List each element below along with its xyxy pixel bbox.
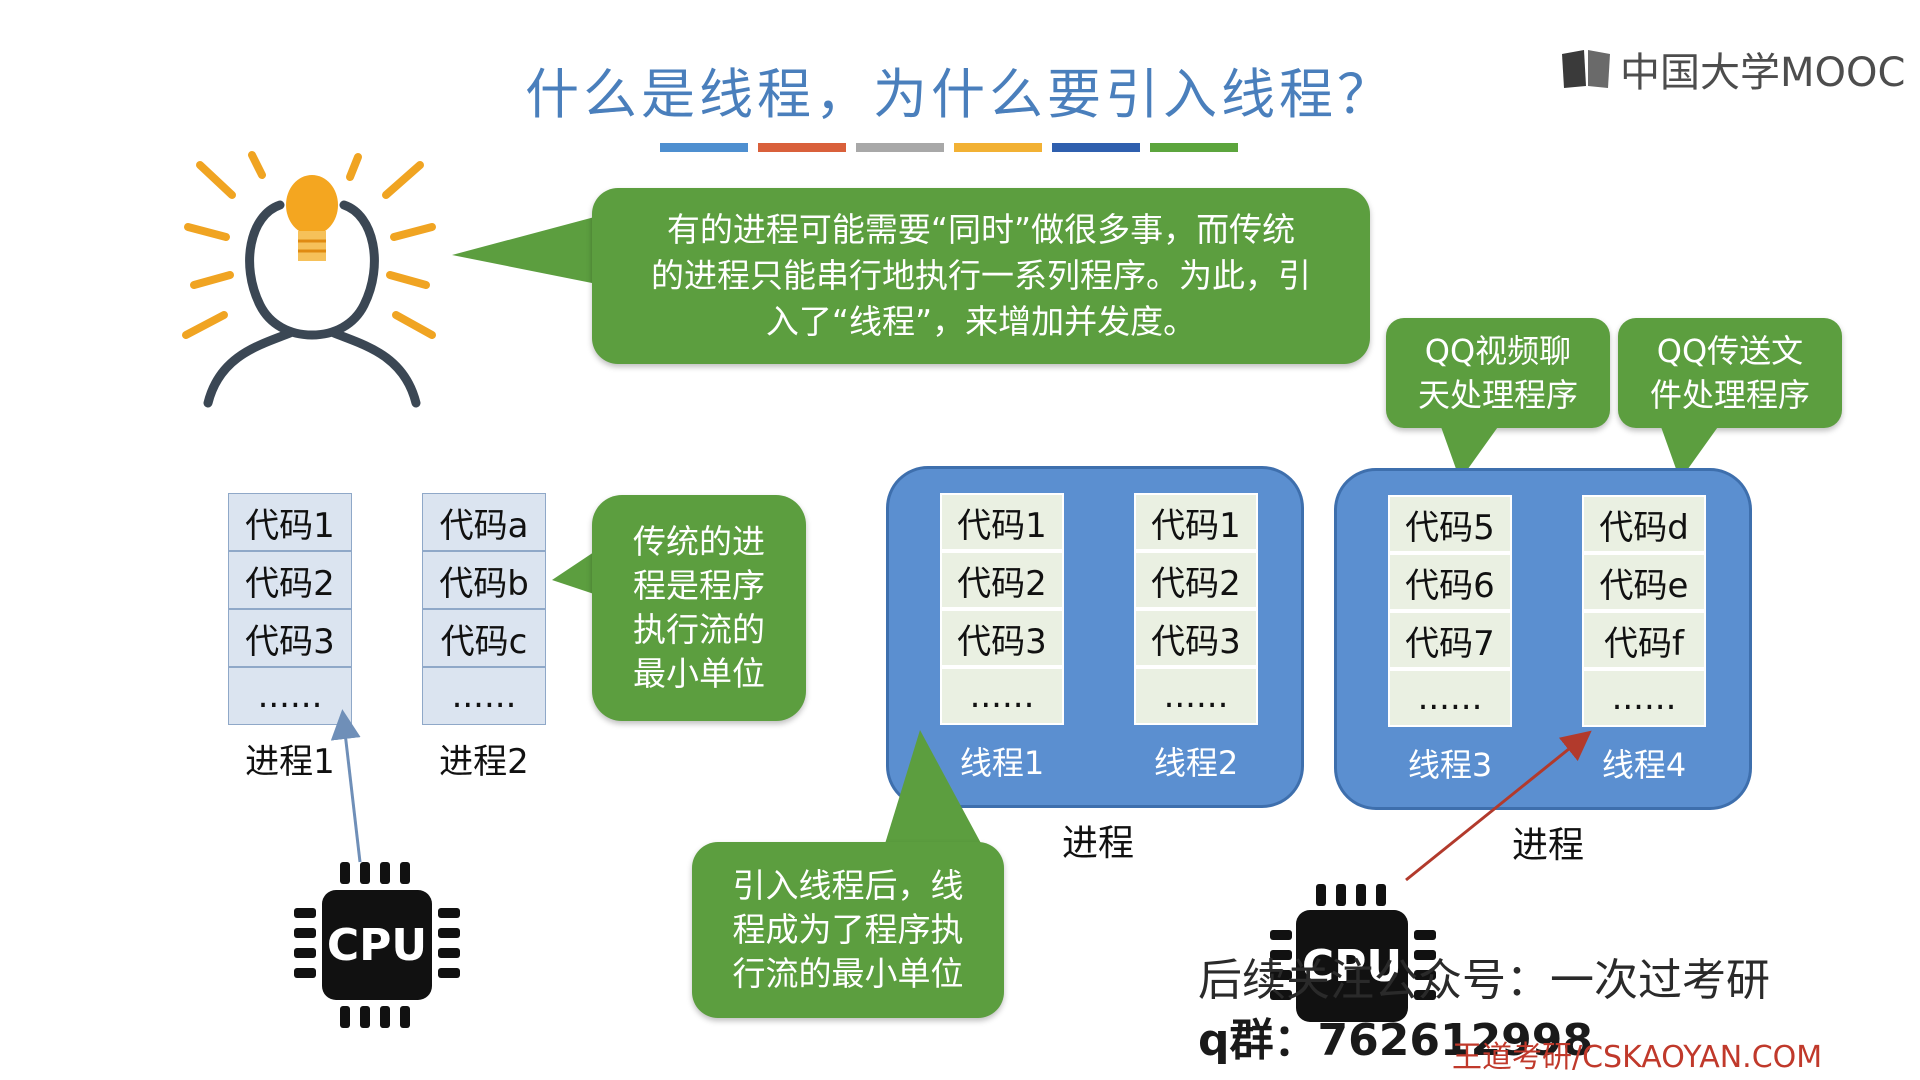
thread-3-cell: 代码5 xyxy=(1388,495,1512,553)
traditional-line-1: 传统的进 xyxy=(633,522,765,561)
after-threads-line-2: 程成为了程序执 xyxy=(732,910,964,949)
thread-2-cell: 代码1 xyxy=(1134,493,1258,551)
page-title: 什么是线程，为什么要引入线程？ xyxy=(525,63,1395,126)
after-threads-callout: 引入线程后，线 程成为了程序执 行流的最小单位 xyxy=(692,842,1004,1018)
process-1-cell: 代码2 xyxy=(228,551,352,609)
main-callout: 有的进程可能需要“同时”做很多事，而传统 的进程只能串行地执行一系列程序。为此，… xyxy=(592,188,1370,364)
thread-process-2-label: 进程 xyxy=(1512,825,1585,866)
qq-file-callout: QQ传送文 件处理程序 xyxy=(1618,318,1842,428)
main-callout-line-3: 入了“线程”，来增加并发度。 xyxy=(765,302,1197,341)
thread-1-cell: ...... xyxy=(940,667,1064,725)
cpu-chip-2: CPU xyxy=(1296,910,1408,1022)
main-callout-line-2: 的进程只能串行地执行一系列程序。为此，引 xyxy=(651,256,1311,295)
cpu1-arrow xyxy=(330,709,362,863)
title-stripe-6 xyxy=(1150,143,1238,152)
traditional-line-2: 程是程序 xyxy=(633,566,765,605)
main-callout-line-1: 有的进程可能需要“同时”做很多事，而传统 xyxy=(666,210,1296,249)
footer-watermark: 王道考研/CSKAOYAN.COM xyxy=(1452,1040,1823,1075)
thread-2-cell: 代码2 xyxy=(1134,551,1258,609)
process-1-label: 进程1 xyxy=(245,742,335,782)
thread-1-cell: 代码3 xyxy=(940,609,1064,667)
thread-2-cell: ...... xyxy=(1134,667,1258,725)
cpu-pins-2 xyxy=(1270,884,1436,1000)
qq-file-pointer xyxy=(1660,424,1720,480)
process-2-column: 代码a 代码b 代码c ...... xyxy=(422,493,546,725)
process-1-cell: ...... xyxy=(228,667,352,725)
thread-4-cell: 代码d xyxy=(1582,495,1706,553)
thread-1-cell: 代码2 xyxy=(940,551,1064,609)
footer-follow-text: 后续关注公众号：一次过考研 xyxy=(1198,955,1770,1006)
thread-1-label: 线程1 xyxy=(959,744,1045,782)
thread-4-label: 线程4 xyxy=(1601,746,1687,784)
thread-3-cell: 代码7 xyxy=(1388,611,1512,669)
footer-qq-group: q群：762612998 xyxy=(1198,1015,1594,1066)
process-2-cell: 代码a xyxy=(422,493,546,551)
thread-1-cell: 代码1 xyxy=(940,493,1064,551)
process-1-cell: 代码3 xyxy=(228,609,352,667)
process-2-cell: 代码b xyxy=(422,551,546,609)
thread-3-cell: 代码6 xyxy=(1388,553,1512,611)
thread-2-cell: 代码3 xyxy=(1134,609,1258,667)
title-stripe-1 xyxy=(660,143,748,152)
qq-file-line-1: QQ传送文 xyxy=(1656,332,1804,370)
traditional-line-3: 执行流的 xyxy=(633,610,765,649)
traditional-line-4: 最小单位 xyxy=(633,654,765,693)
process-2-cell: 代码c xyxy=(422,609,546,667)
thread-3-column: 代码5 代码6 代码7 ...... xyxy=(1388,495,1512,727)
title-stripe-2 xyxy=(758,143,846,152)
idea-person-icon xyxy=(182,151,436,408)
book-icon xyxy=(1562,50,1610,88)
qq-video-line-2: 天处理程序 xyxy=(1417,376,1578,414)
traditional-callout: 传统的进 程是程序 执行流的 最小单位 xyxy=(592,495,806,721)
title-stripe-4 xyxy=(954,143,1042,152)
thread-1-column: 代码1 代码2 代码3 ...... xyxy=(940,493,1064,725)
thread-2-label: 线程2 xyxy=(1153,744,1239,782)
thread-4-cell: 代码f xyxy=(1582,611,1706,669)
process-2-label: 进程2 xyxy=(439,742,529,782)
qq-video-callout: QQ视频聊 天处理程序 xyxy=(1386,318,1610,428)
title-stripe-5 xyxy=(1052,143,1140,152)
thread-4-cell: ...... xyxy=(1582,669,1706,727)
after-threads-line-1: 引入线程后，线 xyxy=(732,866,964,905)
thread-3-cell: ...... xyxy=(1388,669,1512,727)
logo-text: 中国大学MOOC xyxy=(1620,50,1906,96)
thread-2-column: 代码1 代码2 代码3 ...... xyxy=(1134,493,1258,725)
mooc-logo: 中国大学MOOC xyxy=(1560,40,1905,98)
after-threads-line-3: 行流的最小单位 xyxy=(732,954,964,993)
qq-video-pointer xyxy=(1440,424,1500,480)
process-1-cell: 代码1 xyxy=(228,493,352,551)
cpu-pins-1 xyxy=(294,862,460,1028)
title-stripe-3 xyxy=(856,143,944,152)
after-threads-pointer xyxy=(880,730,990,860)
cpu-chip-1: CPU xyxy=(322,890,432,1000)
process-1-column: 代码1 代码2 代码3 ...... xyxy=(228,493,352,725)
process-2-cell: ...... xyxy=(422,667,546,725)
qq-file-line-2: 件处理程序 xyxy=(1649,376,1810,414)
qq-video-line-1: QQ视频聊 xyxy=(1424,332,1572,370)
main-callout-pointer xyxy=(452,215,602,285)
cpu2-arrow xyxy=(1405,730,1592,882)
thread-process-1-label: 进程 xyxy=(1062,823,1135,864)
thread-3-label: 线程3 xyxy=(1407,746,1493,784)
thread-4-cell: 代码e xyxy=(1582,553,1706,611)
thread-4-column: 代码d 代码e 代码f ...... xyxy=(1582,495,1706,727)
